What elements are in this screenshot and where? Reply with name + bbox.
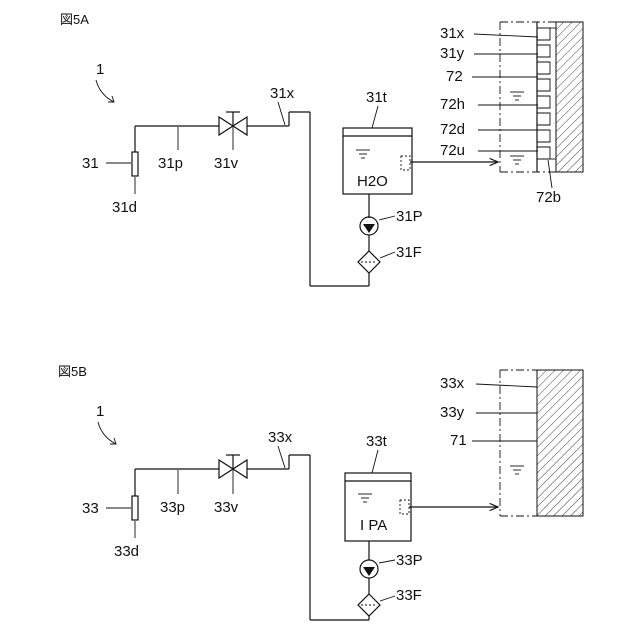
wall-label-33x: 33x (440, 375, 465, 392)
pump-label-5a: 31P (396, 208, 423, 225)
filter-31f (358, 251, 380, 273)
pipe-label-5a: 31p (158, 155, 183, 172)
wall-label-72h: 72h (440, 96, 465, 113)
figure-5b-title: 図5B (58, 364, 87, 379)
wall-label-71: 71 (450, 432, 467, 449)
nozzle-33 (132, 496, 138, 520)
pipe-x-label-5a: 31x (270, 85, 295, 102)
tank-leader-5b (372, 450, 378, 473)
filter-leader-5a (380, 252, 395, 258)
liquid-level-icon (510, 92, 524, 100)
wall-structure-5b (500, 370, 583, 516)
pump-label-5b: 33P (396, 552, 423, 569)
pump-31p (360, 217, 378, 235)
liquid-level-icon (510, 156, 524, 164)
tank-outlet-5b (400, 500, 409, 514)
tank-outlet-5a (401, 156, 410, 170)
nozzle-label-5b: 33 (82, 500, 99, 517)
filter-leader-5b (380, 596, 395, 601)
wall-structure-5a (500, 22, 583, 172)
nozzle-label-5a: 31 (82, 155, 99, 172)
wall-label-72b: 72b (536, 189, 561, 206)
wall-label-72d: 72d (440, 121, 465, 138)
wall-label-72: 72 (446, 68, 463, 85)
figure-5b-ref: 1 (96, 403, 104, 420)
nozzle-tip-label-5b: 33d (114, 543, 139, 560)
liquid-level-icon (510, 466, 524, 474)
wall-leader-72b (548, 160, 552, 188)
tank-content-5a: H2O (357, 173, 388, 190)
pipe-x-leader-5b (278, 446, 285, 468)
valve-33v (219, 455, 247, 494)
pump-33p (360, 560, 378, 578)
nozzle-31 (132, 152, 138, 176)
tank-content-5b: I PA (360, 517, 387, 534)
tank-label-5b: 33t (366, 433, 388, 450)
pump-leader-5a (379, 216, 395, 220)
pipe-x-label-5b: 33x (268, 429, 293, 446)
valve-label-5a: 31v (214, 155, 239, 172)
ref-arrow-5b (98, 422, 116, 444)
pipe-label-5b: 33p (160, 499, 185, 516)
wall-leader-33x (476, 384, 537, 387)
filter-label-5a: 31F (396, 244, 422, 261)
filter-33f (358, 594, 380, 616)
tank-leader-5a (372, 106, 378, 128)
ref-arrow-5a (96, 80, 114, 102)
filter-label-5b: 33F (396, 587, 422, 604)
liquid-level-icon (356, 150, 370, 158)
valve-31v (219, 112, 247, 150)
wall-leader-31x (474, 34, 538, 37)
wall-label-72u: 72u (440, 142, 465, 159)
pipe-x-leader-5a (278, 102, 285, 125)
valve-label-5b: 33v (214, 499, 239, 516)
wall-label-33y: 33y (440, 404, 465, 421)
figure-5a: 図5A 1 31 31d 31p 31v 31x 31t (60, 12, 583, 286)
tank-label-5a: 31t (366, 89, 388, 106)
figure-5b: 図5B 1 33 33d 33p 33v 33x 33t (58, 364, 583, 620)
wall-label-31y: 31y (440, 45, 465, 62)
pump-leader-5b (379, 560, 395, 563)
liquid-level-icon (358, 494, 372, 502)
figure-5a-title: 図5A (60, 12, 89, 27)
nozzle-tip-label-5a: 31d (112, 199, 137, 216)
figure-5a-ref: 1 (96, 61, 104, 78)
wall-label-31x: 31x (440, 25, 465, 42)
